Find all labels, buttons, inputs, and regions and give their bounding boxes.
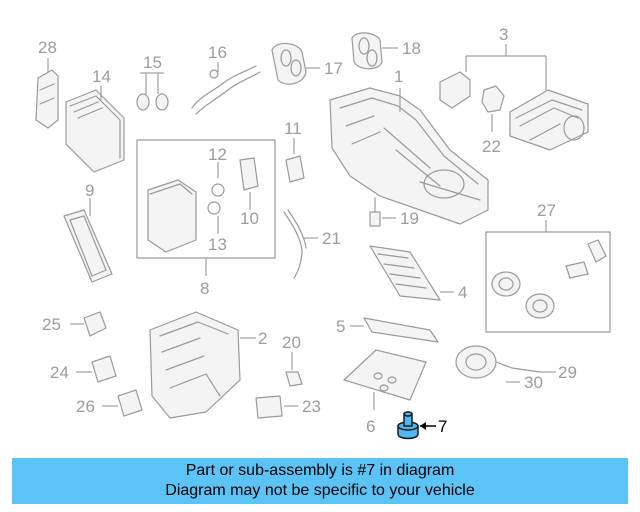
banner-line-1: Part or sub-assembly is #7 in diagram: [185, 462, 455, 479]
callout-1: 1: [394, 67, 403, 86]
callout-14: 14: [92, 67, 111, 86]
part-5: 5: [336, 317, 439, 343]
part-16: 16: [191, 43, 261, 115]
part-9: 9: [63, 181, 113, 283]
callout-2: 2: [258, 329, 267, 348]
part-3: 3: [439, 25, 589, 151]
banner-line-2: Diagram may not be specific to your vehi…: [165, 482, 475, 499]
callout-3: 3: [499, 25, 508, 44]
callout-6: 6: [366, 417, 375, 436]
callout-15: 15: [143, 53, 162, 72]
callout-7: 7: [438, 417, 447, 436]
part-15: 15: [136, 53, 169, 111]
callout-19: 19: [400, 209, 419, 228]
part-info-banner: Part or sub-assembly is #7 in diagram Di…: [12, 458, 628, 504]
callout-12: 12: [208, 145, 227, 164]
callout-24: 24: [50, 363, 69, 382]
callout-28: 28: [38, 38, 57, 57]
part-19: 19: [369, 197, 419, 228]
part-7-highlighted: 7: [397, 411, 447, 440]
part-29: 29 30: [455, 345, 577, 392]
part-25: 25: [42, 311, 107, 337]
callout-21: 21: [322, 229, 341, 248]
part-28: 28: [35, 38, 59, 129]
callout-20: 20: [282, 333, 301, 352]
callout-16: 16: [208, 43, 227, 62]
callout-27: 27: [537, 201, 556, 220]
part-18: 18: [351, 32, 421, 70]
part-27: 27: [485, 201, 611, 333]
callout-8: 8: [200, 279, 209, 298]
part-11: 11: [284, 119, 305, 183]
callout-29: 29: [558, 363, 577, 382]
part-8: 8 12 13 10: [136, 139, 276, 298]
callout-11: 11: [284, 119, 302, 138]
part-2: 2: [149, 311, 267, 419]
callout-9: 9: [85, 181, 94, 200]
callout-13: 13: [208, 235, 227, 254]
callout-5: 5: [336, 317, 345, 336]
part-14: 14: [65, 67, 125, 173]
part-22: 22: [481, 85, 505, 156]
part-20: 20: [282, 333, 303, 387]
callout-18: 18: [402, 39, 421, 58]
part-1: 1: [329, 67, 489, 225]
callout-10: 10: [240, 209, 259, 228]
part-26: 26: [76, 389, 143, 417]
part-4: 4: [369, 245, 467, 302]
callout-30: 30: [524, 373, 543, 392]
callout-25: 25: [42, 315, 61, 334]
callout-26: 26: [76, 397, 95, 416]
callout-22: 22: [482, 137, 501, 156]
callout-23: 23: [302, 397, 321, 416]
part-6: 6: [343, 349, 427, 436]
part-17: 17: [271, 42, 343, 85]
part-24: 24: [50, 355, 117, 383]
part-21: 21: [283, 209, 341, 279]
callout-4: 4: [458, 283, 467, 302]
callout-17: 17: [324, 59, 343, 78]
part-23: 23: [255, 395, 321, 419]
